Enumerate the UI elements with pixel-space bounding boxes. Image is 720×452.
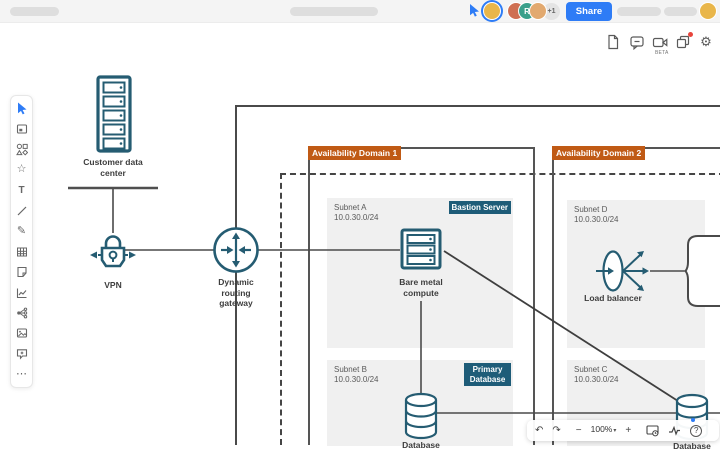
shapes-tool[interactable] <box>15 143 28 156</box>
redo-button[interactable]: ↷ <box>552 425 561 436</box>
undo-button[interactable]: ↶ <box>535 425 544 436</box>
camera-icon[interactable] <box>652 34 668 50</box>
subnet-b-box[interactable]: Subnet B 10.0.30.0/24 Primary Database <box>327 360 513 446</box>
availability-domain-1-box[interactable] <box>308 147 535 445</box>
zoom-level[interactable]: 100%▾ <box>590 424 617 434</box>
select-tool[interactable] <box>15 102 28 115</box>
collaborator-cursor-icon <box>470 4 479 17</box>
toolbar-placeholder <box>664 7 697 16</box>
toolbar-placeholder <box>10 7 59 16</box>
avatar[interactable] <box>483 2 501 20</box>
zoom-in-button[interactable]: + <box>625 425 632 436</box>
vpn-label: VPN <box>104 280 122 290</box>
subnet-d-meta: Subnet D 10.0.30.0/24 <box>574 205 618 225</box>
mind-map-tool[interactable] <box>15 307 28 320</box>
document-icon[interactable] <box>605 34 621 50</box>
sticky-note-tool[interactable] <box>15 266 28 279</box>
subnet-b-meta: Subnet B 10.0.30.0/24 <box>334 365 378 385</box>
frames-icon[interactable] <box>675 34 691 50</box>
database-1-label: Database <box>402 440 440 450</box>
settings-gear-icon[interactable]: ⚙ <box>700 34 712 49</box>
primary-database-badge[interactable]: Primary Database <box>464 363 511 386</box>
subnet-cidr: 10.0.30.0/24 <box>574 375 619 384</box>
subnet-cidr: 10.0.30.0/24 <box>334 375 379 384</box>
notification-dot <box>691 418 695 422</box>
add-comment-tool[interactable] <box>15 347 28 360</box>
subnet-cidr: 10.0.30.0/24 <box>334 213 379 222</box>
brace-connector-shape[interactable] <box>685 234 720 308</box>
user-avatar[interactable] <box>699 2 717 20</box>
subnet-name: Subnet C <box>574 365 608 374</box>
tools-sidebar: ☆ T ✎ ⋯ <box>10 95 33 388</box>
region-dashed-boundary[interactable] <box>280 173 720 445</box>
subnet-a-meta: Subnet A 10.0.30.0/24 <box>334 203 378 223</box>
subnet-name: Subnet A <box>334 203 367 212</box>
table-tool[interactable] <box>15 245 28 258</box>
chevron-down-icon: ▾ <box>613 428 617 434</box>
frame-tool[interactable] <box>15 122 28 135</box>
bare-metal-label: Bare metal compute <box>399 277 443 298</box>
line-tool[interactable] <box>15 204 28 217</box>
customer-data-center-icon[interactable] <box>95 74 133 154</box>
image-tool[interactable] <box>15 327 28 340</box>
vcn-boundary[interactable] <box>235 105 720 445</box>
pencil-tool[interactable]: ✎ <box>16 224 27 237</box>
zoom-out-button[interactable]: − <box>575 425 582 436</box>
avatar[interactable] <box>529 2 547 20</box>
drg-label: Dynamic routing gateway <box>218 277 254 308</box>
more-tools[interactable]: ⋯ <box>16 367 27 380</box>
top-bar: R +1 Share <box>0 0 720 23</box>
database-1-icon[interactable] <box>402 392 440 440</box>
database-2-label: Database <box>673 441 711 451</box>
availability-domain-1-label[interactable]: Availability Domain 1 <box>308 146 402 160</box>
help-button[interactable]: ? <box>690 424 703 437</box>
overflow-avatars-badge[interactable]: +1 <box>543 3 560 20</box>
vpn-icon[interactable] <box>89 226 137 274</box>
subnet-d-box[interactable]: Subnet D 10.0.30.0/24 <box>567 200 705 348</box>
bare-metal-compute-icon[interactable] <box>399 227 443 271</box>
toolbar-placeholder <box>290 7 378 16</box>
subnet-name: Subnet B <box>334 365 367 374</box>
chart-tool[interactable] <box>15 286 28 299</box>
dynamic-routing-gateway-icon[interactable] <box>212 226 260 274</box>
presentation-button[interactable] <box>646 420 659 441</box>
text-tool[interactable]: T <box>18 184 25 196</box>
canvas-controls-toolbar: ↶ ↷ − 100%▾ + ? <box>527 418 719 441</box>
subnet-a-box[interactable]: Subnet A 10.0.30.0/24 Bastion Server <box>327 198 513 348</box>
notification-dot <box>688 32 693 37</box>
customer-data-center-label: Customer data center <box>83 157 143 178</box>
availability-domain-2-label[interactable]: Availability Domain 2 <box>552 146 646 160</box>
subnet-name: Subnet D <box>574 205 608 214</box>
bastion-server-badge[interactable]: Bastion Server <box>448 201 511 214</box>
subnet-c-meta: Subnet C 10.0.30.0/24 <box>574 365 618 385</box>
comment-icon[interactable] <box>629 34 645 50</box>
beta-label: BETA <box>655 50 669 56</box>
load-balancer-label: Load balancer <box>584 293 642 303</box>
subnet-cidr: 10.0.30.0/24 <box>574 215 619 224</box>
load-balancer-icon[interactable] <box>593 243 651 299</box>
activity-button[interactable] <box>668 420 681 441</box>
star-tool[interactable]: ☆ <box>16 163 27 176</box>
share-button[interactable]: Share <box>566 2 612 21</box>
toolbar-placeholder <box>617 7 661 16</box>
